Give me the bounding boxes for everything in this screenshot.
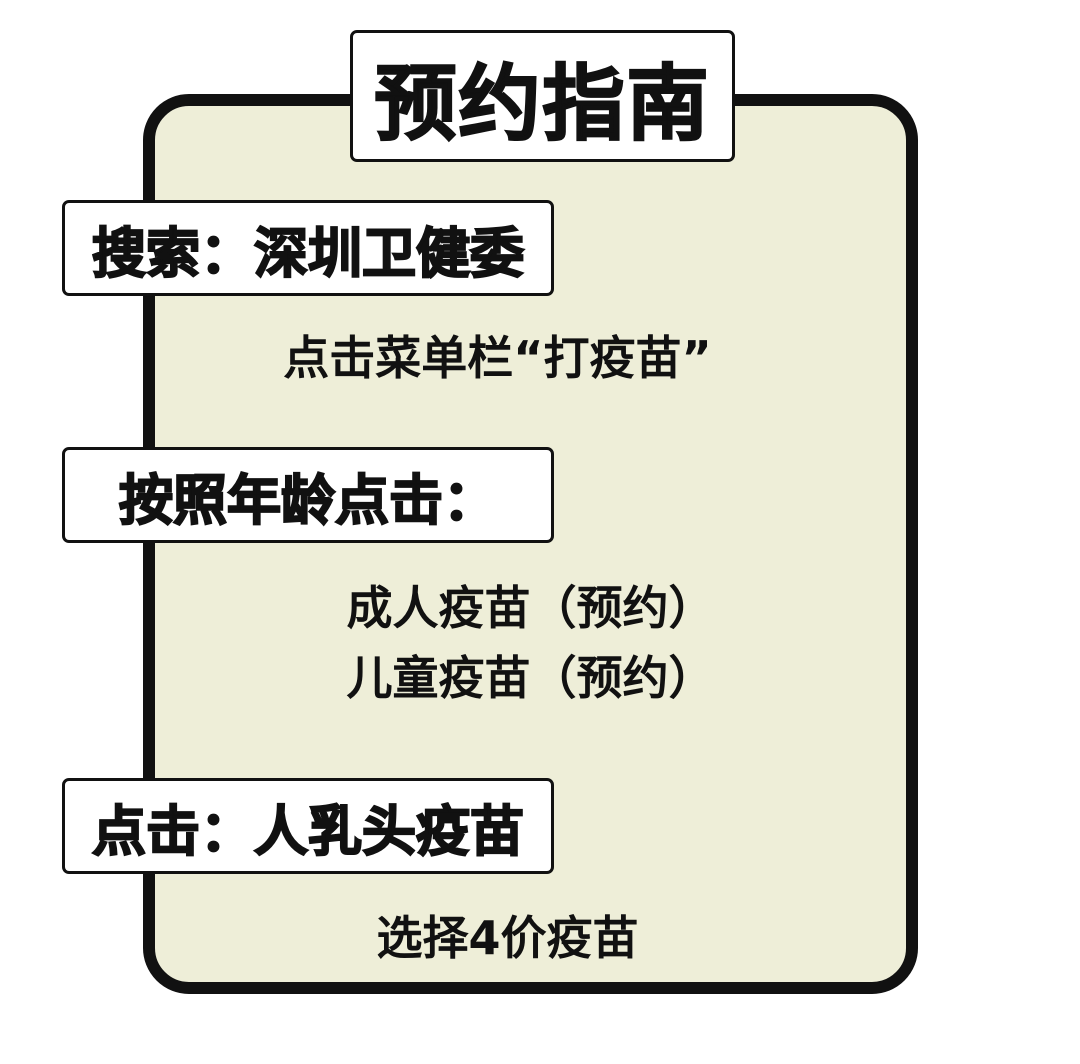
guide-title: 预约指南: [350, 30, 735, 162]
step-3-label: 点击：人乳头疫苗: [62, 778, 554, 874]
step-1-instruction: 点击菜单栏“打疫苗”: [283, 331, 712, 385]
step-2-option-adult: 成人疫苗（预约）: [346, 581, 715, 635]
step-2-option-child: 儿童疫苗（预约）: [346, 651, 715, 705]
step-3-instruction: 选择4价疫苗: [376, 911, 639, 965]
step-2-label: 按照年龄点击：: [62, 447, 554, 543]
step-1-label: 搜索：深圳卫健委: [62, 200, 554, 296]
